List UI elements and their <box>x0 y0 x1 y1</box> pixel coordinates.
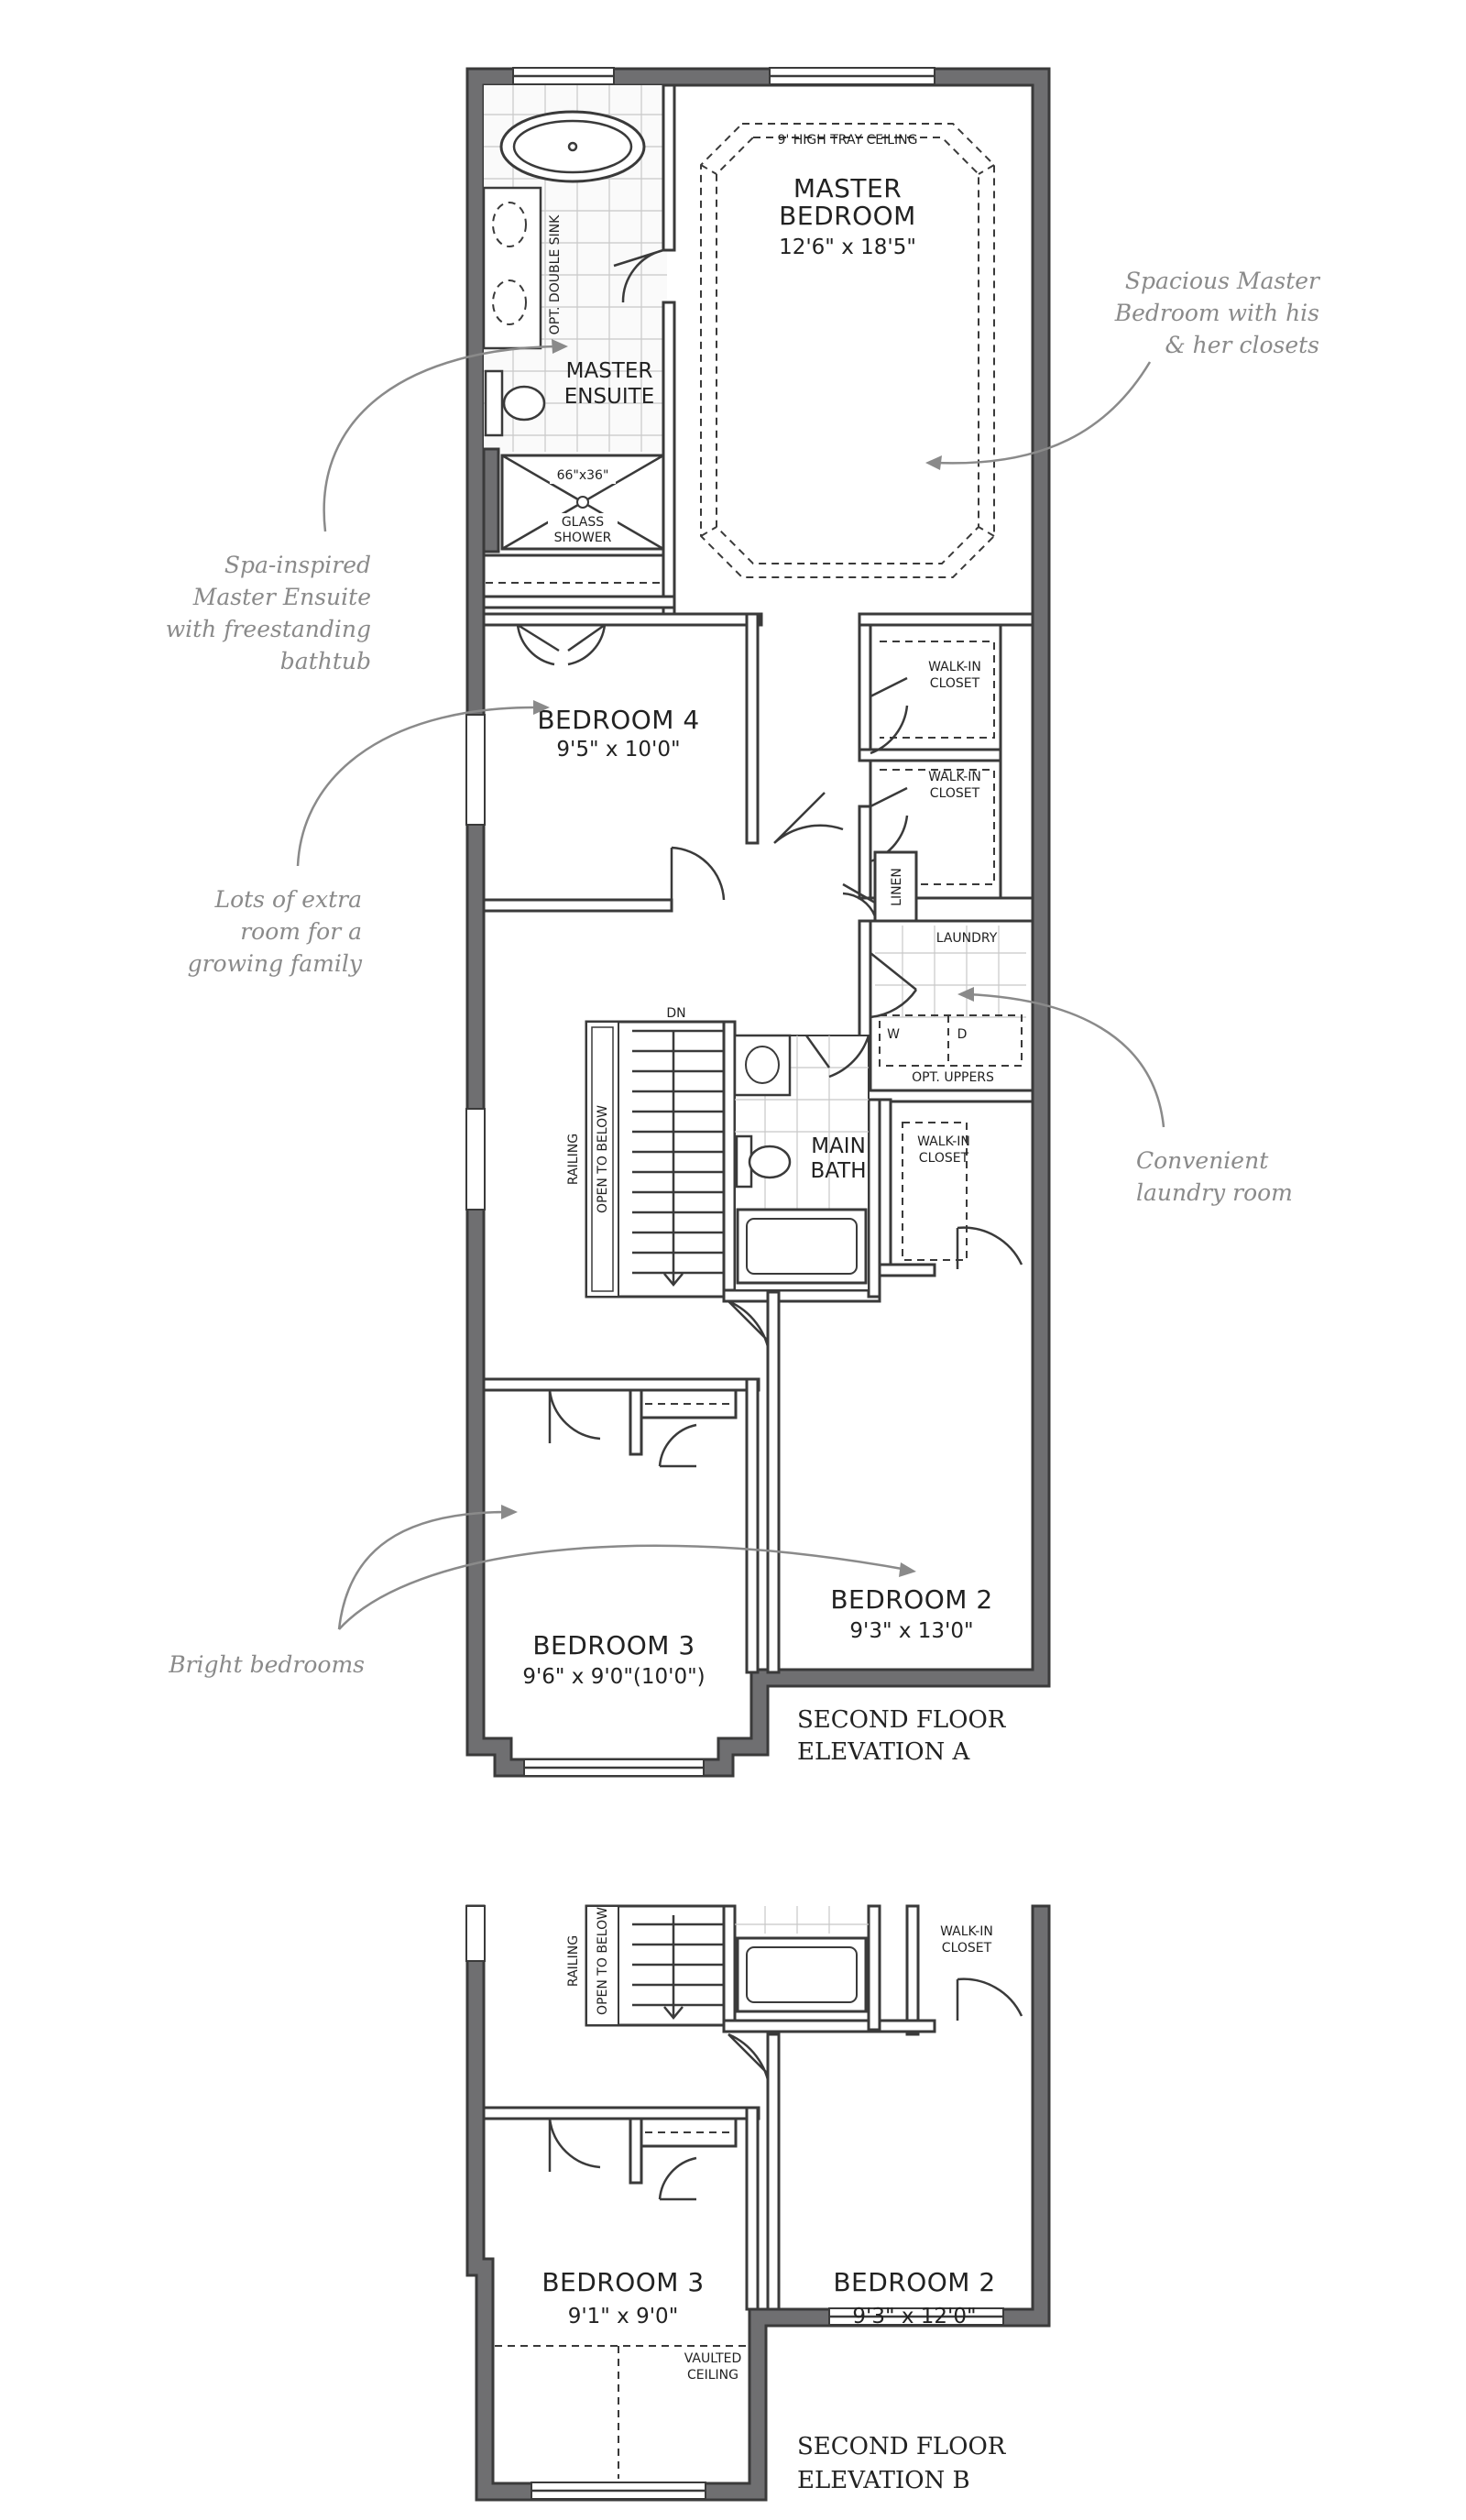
note-ensuite-3: with freestanding <box>166 616 371 642</box>
shower-label-2: SHOWER <box>554 531 612 545</box>
main-bath-label-2: BATH <box>810 1159 866 1183</box>
walkin-1-label-2: CLOSET <box>930 676 980 691</box>
bedroom2-dims-a: 9'3" x 13'0" <box>849 1619 973 1643</box>
plan-elevation-a: OPT. DOUBLE SINK MASTER ENSUITE 66"x36" … <box>465 67 1051 1778</box>
vaulted-label-1: VAULTED <box>684 2351 742 2366</box>
caption-a-line1: SECOND FLOOR <box>797 1706 1007 1734</box>
arrow-bedroom3 <box>337 1510 509 1630</box>
laundry-uppers-label: OPT. UPPERS <box>912 1070 994 1085</box>
bedroom3-label-b: BEDROOM 3 <box>542 2267 704 2297</box>
note-ensuite-1: Spa-inspired <box>224 552 371 578</box>
railing-label-b: RAILING <box>566 1935 581 1987</box>
master-bedroom-dims: 12'6" x 18'5" <box>779 236 916 259</box>
ensuite-sink-label: OPT. DOUBLE SINK <box>548 214 563 334</box>
walkin-3-label-1: WALK-IN <box>917 1134 970 1149</box>
arrow-ensuite <box>323 345 560 532</box>
note-ensuite-2: Master Ensuite <box>192 584 371 610</box>
bedroom2-dims-b: 9'3" x 12'0" <box>852 2305 976 2328</box>
note-family-3: growing family <box>188 950 363 977</box>
tray-ceiling <box>700 123 995 578</box>
bedroom3-label-a: BEDROOM 3 <box>532 1630 695 1660</box>
note-laundry-1: Convenient <box>1136 1147 1269 1174</box>
main-bath-label-1: MAIN <box>811 1134 866 1158</box>
bedroom4-label: BEDROOM 4 <box>537 705 699 735</box>
open-to-below-label-a: OPEN TO BELOW <box>596 1105 610 1213</box>
double-sink-vanity <box>482 186 542 350</box>
washer-label: W <box>887 1027 900 1042</box>
note-family-1: Lots of extra <box>213 886 362 913</box>
vaulted-label-2: CEILING <box>687 2368 738 2383</box>
laundry-label: LAUNDRY <box>936 931 998 946</box>
walkin-2-label-2: CLOSET <box>930 786 980 801</box>
note-master-3: & her closets <box>1165 332 1319 358</box>
open-to-below-label-b: OPEN TO BELOW <box>596 1907 610 2015</box>
note-laundry-2: laundry room <box>1136 1179 1293 1206</box>
note-master-1: Spacious Master <box>1125 268 1321 294</box>
shower-size-label: 66"x36" <box>557 468 609 483</box>
shower-label-1: GLASS <box>562 515 604 530</box>
window-stair <box>465 1108 486 1211</box>
exterior-wall-b <box>465 1904 1051 2502</box>
master-ensuite-label-2: ENSUITE <box>564 385 655 409</box>
bedroom2-label-a: BEDROOM 2 <box>830 1584 992 1615</box>
stairs-dn-label: DN <box>666 1006 685 1021</box>
caption-b-line1: SECOND FLOOR <box>797 2433 1007 2460</box>
note-family-2: room for a <box>240 918 362 945</box>
laundry-room <box>869 919 1034 1092</box>
railing-label-a: RAILING <box>566 1134 581 1185</box>
bedroom3-dims-b: 9'1" x 9'0" <box>568 2305 679 2328</box>
arrow-family <box>296 706 542 867</box>
walkin-2-label-1: WALK-IN <box>928 770 981 784</box>
arrow-master <box>934 361 1152 465</box>
plan-elevation-b: RAILING OPEN TO BELOW WALK-IN CLOSET BED… <box>465 1904 1051 2502</box>
master-ensuite-label-1: MASTER <box>566 359 653 383</box>
bedroom2-label-b: BEDROOM 2 <box>833 2267 995 2297</box>
arrow-bedroom2 <box>338 1544 908 1630</box>
freestanding-tub <box>499 110 646 183</box>
bedroom4-dims: 9'5" x 10'0" <box>556 738 680 761</box>
caption-a-line2: ELEVATION A <box>797 1738 971 1766</box>
walkin-3-label-2: CLOSET <box>919 1151 969 1166</box>
staircase-a <box>585 1020 726 1298</box>
arrow-laundry <box>966 992 1165 1128</box>
master-bedroom-label-2: BEDROOM <box>779 201 916 231</box>
exterior-wall-a <box>465 67 1051 1778</box>
note-master-2: Bedroom with his <box>1114 300 1319 326</box>
window-bedroom4 <box>465 714 486 826</box>
note-bedrooms: Bright bedrooms <box>168 1651 365 1678</box>
linen-label: LINEN <box>890 868 904 906</box>
ensuite-toilet <box>484 369 504 437</box>
walkin-b-label-2: CLOSET <box>942 1941 992 1956</box>
bedroom3-dims-a: 9'6" x 9'0"(10'0") <box>522 1665 705 1689</box>
callouts: Spacious Master Bedroom with his & her c… <box>166 268 1321 1678</box>
note-ensuite-4: bathtub <box>280 648 371 674</box>
tray-ceiling-label: 9' HIGH TRAY CEILING <box>778 133 918 148</box>
linen-closet <box>873 850 918 923</box>
caption-b-line2: ELEVATION B <box>797 2467 970 2494</box>
ensuite-linen-closet <box>482 553 665 598</box>
walkin-b-label-1: WALK-IN <box>940 1924 993 1939</box>
dryer-label: D <box>957 1027 968 1042</box>
walkin-1-label-1: WALK-IN <box>928 660 981 674</box>
master-bedroom-label-1: MASTER <box>793 173 902 203</box>
